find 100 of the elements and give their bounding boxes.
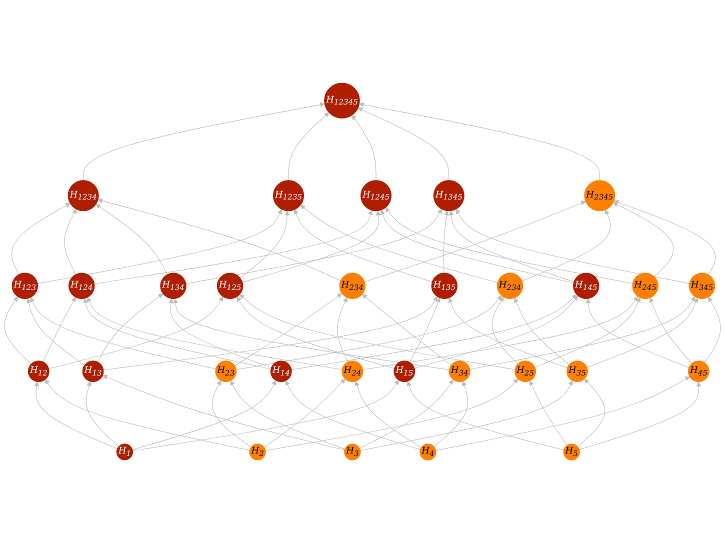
arrow (360, 380, 573, 451)
node-circle: H$_{345}$ (688, 272, 716, 299)
arrow (34, 381, 118, 450)
arrow (448, 298, 568, 368)
arrow (102, 374, 345, 450)
node-circle: H$_{123}$ (12, 272, 38, 299)
arrow (132, 380, 399, 452)
arrow (42, 296, 76, 362)
arrow (300, 204, 498, 283)
arrow (103, 296, 438, 370)
arrow (96, 204, 168, 275)
node-circle: H$_{145}$ (573, 272, 600, 299)
node-circle: H$_{1345}$ (433, 180, 464, 212)
arrow (294, 209, 432, 282)
node-circle: H$_{3}$ (344, 444, 361, 460)
arrow (98, 293, 164, 362)
arrow (436, 376, 690, 451)
arrow (414, 296, 578, 369)
node-circle: H$_{134}$ (160, 272, 186, 299)
arrow (385, 207, 633, 284)
node-circle: H$_{45}$ (688, 360, 710, 382)
arrow (359, 102, 600, 181)
arrow (242, 210, 381, 283)
node-circle: H$_{25}$ (514, 360, 536, 382)
node-circle: H$_{24}$ (342, 360, 364, 382)
node-circle: H$_{135}$ (431, 272, 458, 299)
arrow (212, 380, 252, 448)
arrow (362, 296, 638, 370)
node-circle: H$_{1}$ (116, 444, 133, 460)
arrow (579, 382, 702, 450)
node-circle: H$_{1234}$ (68, 180, 99, 212)
arrow (291, 294, 577, 370)
node-circle: H$_{14}$ (270, 360, 292, 382)
arrow (364, 200, 586, 282)
arrow (168, 298, 272, 368)
arrow (380, 210, 574, 284)
node-circle: H$_{35}$ (566, 360, 588, 382)
arrow (265, 378, 518, 451)
arrow (264, 378, 346, 448)
arrow (359, 380, 454, 449)
arrow (285, 380, 421, 450)
arrow (186, 208, 442, 284)
node-circle: H$_{4}$ (420, 444, 436, 460)
arrow (522, 210, 611, 282)
arrow (577, 378, 606, 447)
arrow (358, 108, 450, 181)
arrow (354, 381, 422, 448)
arrow (288, 112, 330, 181)
arrow (230, 380, 346, 450)
arrow (456, 208, 690, 284)
arrow (337, 297, 348, 362)
arrow (649, 298, 692, 364)
arrow (443, 210, 449, 274)
node-circle: H$_{1235}$ (272, 180, 304, 212)
node-circle: H$_{34}$ (448, 360, 470, 382)
arrow (613, 202, 674, 278)
arrow (448, 210, 574, 282)
arrow (86, 381, 120, 447)
arrow (492, 296, 518, 364)
arrow (173, 298, 450, 370)
node-circle: H$_{12345}$ (324, 82, 360, 119)
arrow (11, 202, 70, 275)
node-circle: H$_{234}$ (496, 272, 524, 299)
arrow (409, 298, 440, 362)
node-circle: H$_{12}$ (28, 360, 50, 382)
arrow (64, 208, 76, 275)
arrow (4, 296, 32, 364)
arrow (132, 380, 276, 450)
arrow (98, 198, 342, 281)
arrow (470, 296, 696, 370)
arrow (234, 293, 342, 366)
node-circle: H$_{13}$ (82, 360, 104, 382)
arrow (236, 296, 395, 369)
node-circle: H$_{15}$ (394, 360, 416, 382)
arrow (94, 210, 373, 284)
node-circle: H$_{124}$ (68, 272, 95, 299)
arrow (37, 209, 282, 284)
node-circle: H$_{1245}$ (360, 180, 392, 212)
node-circle: H$_{125}$ (216, 272, 244, 299)
arrow (704, 296, 721, 363)
arrow (534, 297, 641, 368)
arrow (362, 294, 452, 366)
arrow (529, 380, 568, 446)
arrow (406, 381, 564, 450)
node-circle: H$_{245}$ (632, 272, 658, 299)
arrow (83, 298, 272, 370)
arrow (44, 379, 250, 451)
arrow (83, 102, 325, 181)
arrow (240, 210, 290, 278)
arrow (434, 381, 468, 448)
node-circle: H$_{2}$ (249, 444, 266, 460)
arrow (614, 200, 716, 275)
node-circle: H$_{23}$ (215, 360, 237, 382)
arrow (352, 114, 376, 181)
node-circle: H$_{5}$ (563, 444, 580, 460)
arrow (26, 298, 85, 366)
node-circle: H$_{2345}$ (584, 180, 616, 212)
arrow (87, 297, 342, 370)
arrow (514, 298, 570, 365)
node-circle: H$_{234}$ (339, 272, 366, 299)
